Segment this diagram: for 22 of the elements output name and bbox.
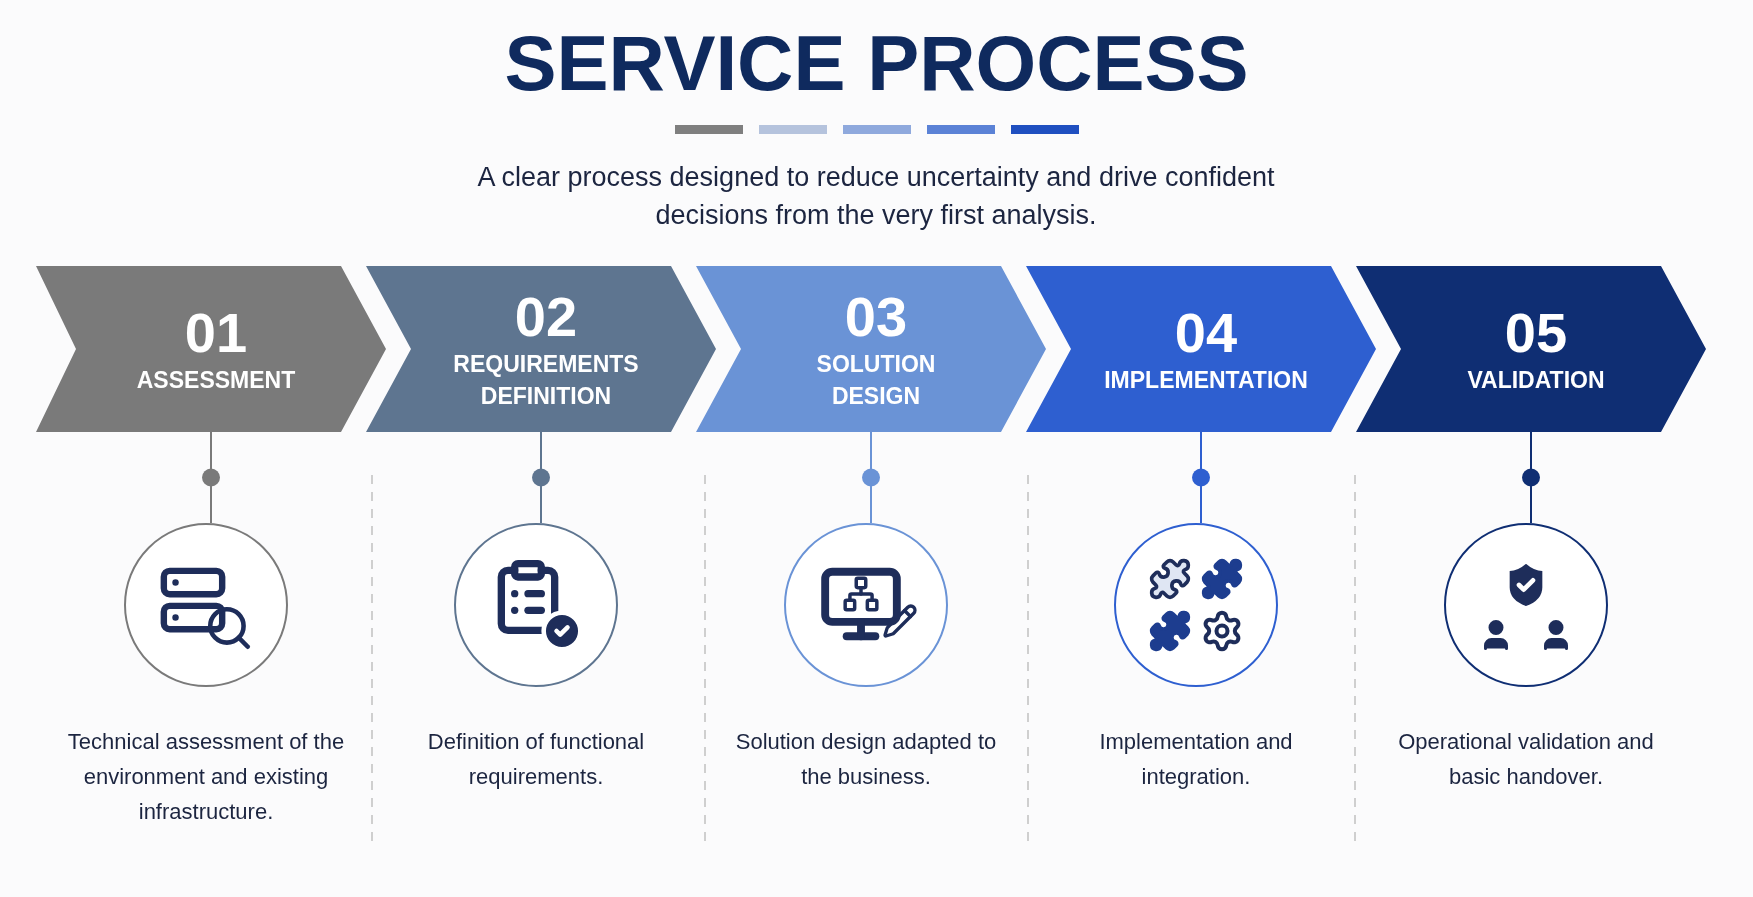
- step-description: Technical assessment of the environment and existing infrastructure.: [66, 728, 346, 826]
- connector-line: [540, 431, 542, 524]
- step-number: 04: [1174, 302, 1238, 364]
- connector-line: [210, 431, 212, 524]
- step-number: 05: [1504, 302, 1568, 364]
- step-title: VALIDATION: [1467, 366, 1605, 395]
- connector-line: [1200, 431, 1202, 524]
- connector-line: [1530, 431, 1532, 524]
- step-number: 02: [514, 286, 578, 348]
- step-number: 03: [844, 286, 908, 348]
- connector-line: [870, 431, 872, 524]
- step-description: Implementation and integration.: [1098, 728, 1294, 791]
- step-title: SOLUTION DESIGN: [815, 350, 937, 411]
- step-description: Definition of functional requirements.: [426, 728, 646, 791]
- step-description: Solution design adapted to the business.: [734, 728, 998, 791]
- step-description: Operational validation and basic handover.: [1397, 728, 1655, 791]
- step-title: REQUIREMENTS DEFINITION: [452, 350, 640, 411]
- step-number: 01: [184, 302, 248, 364]
- step-title: IMPLEMENTATION: [1104, 366, 1308, 395]
- title: SERVICE PROCESS: [503, 18, 1250, 108]
- subtitle: A clear process designed to reduce uncertainty and drive confident decisions from the very first analysis.: [476, 161, 1276, 232]
- step-title: ASSESSMENT: [136, 366, 296, 395]
